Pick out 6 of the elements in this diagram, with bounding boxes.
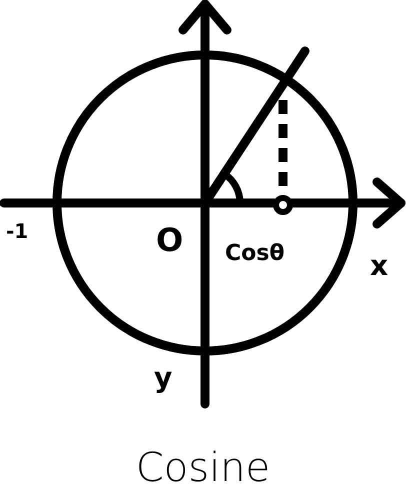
cosine-label: Cosθ <box>225 243 284 265</box>
axis-label: y <box>154 364 172 392</box>
axis-label: x <box>370 252 388 280</box>
diagram-title: Cosine <box>134 448 272 488</box>
origin-label: O <box>156 224 184 256</box>
axis-label: -1 <box>6 221 28 241</box>
